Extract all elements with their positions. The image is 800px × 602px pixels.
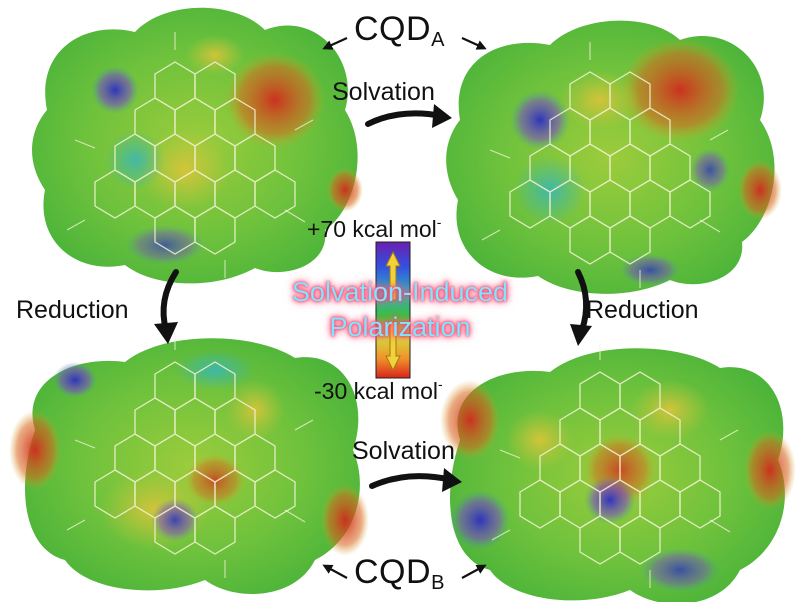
scale-max-sup: - bbox=[436, 214, 442, 230]
curved-arrow-icon-solvation-bottom bbox=[369, 468, 462, 492]
double-headed-arrow-icon-bottom bbox=[322, 564, 487, 579]
solvation-top-label: Solvation bbox=[332, 78, 435, 106]
reduction-left-label: Reduction bbox=[16, 296, 129, 324]
solvation-bottom-label: Solvation bbox=[352, 437, 455, 465]
curved-arrow-icon-reduction-right bbox=[570, 269, 592, 346]
curved-arrow-icon-solvation-top bbox=[365, 104, 452, 128]
molecule-bottom-left bbox=[9, 331, 369, 594]
molecule-top-left bbox=[32, 7, 363, 284]
scale-min-label: -30 kcal mol- bbox=[314, 376, 443, 405]
cqd-a-subscript: A bbox=[431, 29, 445, 51]
cqd-a-label: CQDA bbox=[354, 10, 445, 51]
scale-max-value: +70 kcal mol bbox=[307, 216, 437, 242]
color-scale-bar bbox=[375, 241, 411, 379]
scale-max-label: +70 kcal mol- bbox=[307, 214, 442, 243]
center-label-line2: Polarization bbox=[329, 312, 471, 342]
cqd-b-main: CQD bbox=[354, 553, 432, 591]
molecule-top-right bbox=[446, 20, 782, 294]
cqd-a-main: CQD bbox=[354, 10, 432, 48]
center-label-line1: Solvation-Induced bbox=[291, 277, 509, 307]
reduction-right-label: Reduction bbox=[586, 296, 699, 324]
double-headed-arrow-icon-top bbox=[322, 36, 487, 50]
curved-arrow-icon-reduction-left bbox=[154, 269, 179, 344]
cqd-b-subscript: B bbox=[431, 572, 445, 594]
scale-min-value: -30 kcal mol bbox=[314, 378, 438, 404]
scale-min-sup: - bbox=[437, 376, 443, 392]
molecule-bottom-right bbox=[440, 341, 796, 602]
cqd-b-label: CQDB bbox=[354, 553, 445, 594]
